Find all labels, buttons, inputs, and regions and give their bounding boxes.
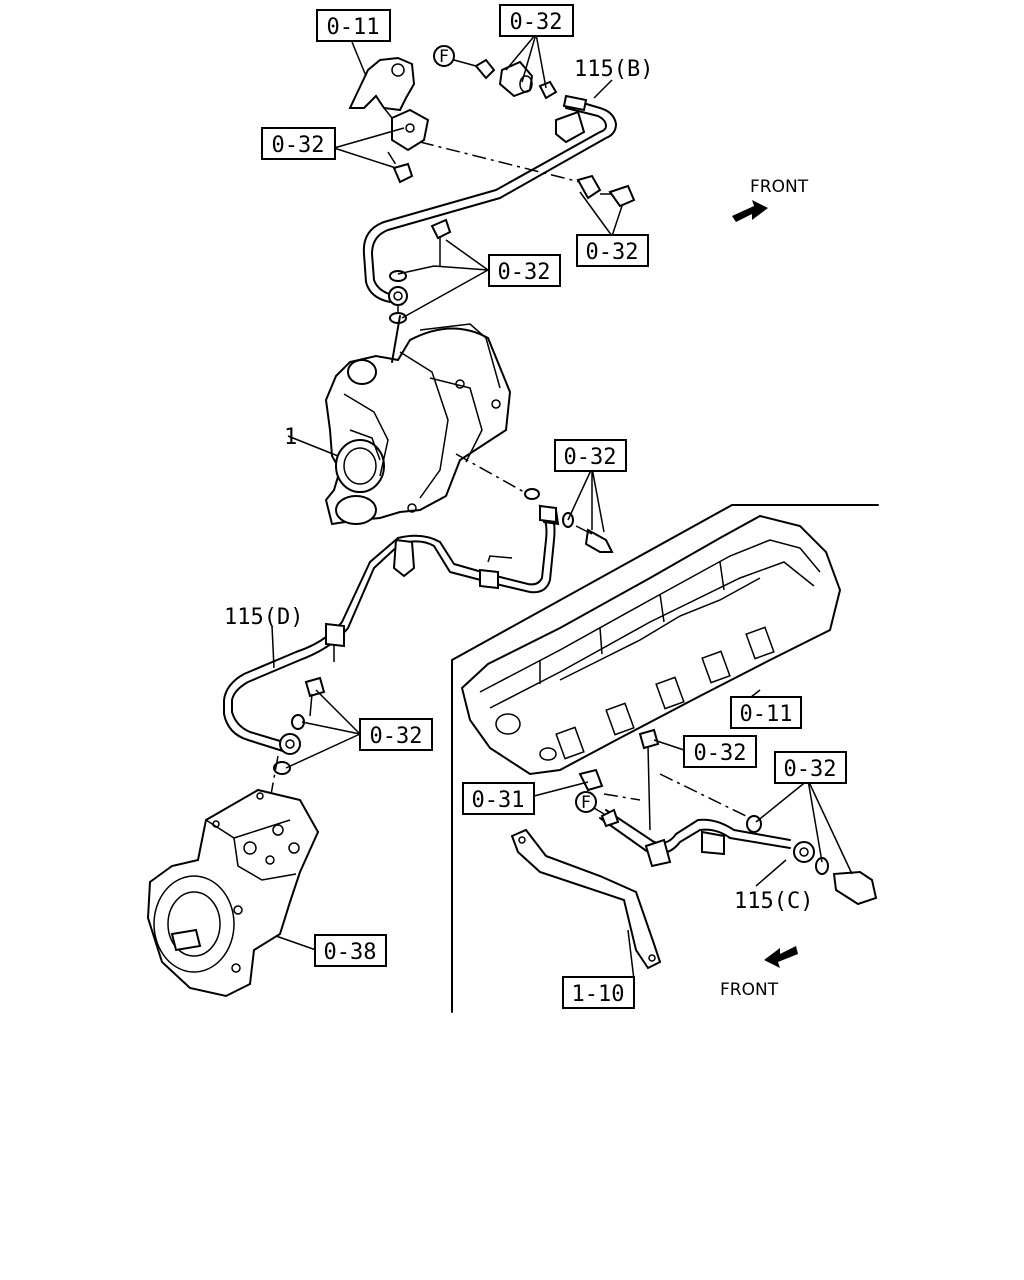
callout-032-turbo: 0-32 [554,439,627,472]
svg-text:0-32: 0-32 [694,741,747,766]
callout-031: 0-31 [462,782,535,815]
svg-text:0-32: 0-32 [564,445,617,470]
svg-text:0-31: 0-31 [472,788,525,813]
callout-032-compressor: 0-32 [359,718,433,751]
svg-text:0-32: 0-32 [510,10,563,35]
head-fittings [578,728,762,833]
pipe-115c [599,808,878,906]
svg-text:0-11: 0-11 [327,15,380,40]
callout-038: 0-38 [314,934,387,967]
top-hose-parts [474,58,558,100]
callout-032-clamp: 0-32 [576,234,649,267]
svg-text:1-10: 1-10 [572,982,625,1007]
callout-032-right: 0-32 [774,751,847,784]
f-mark-top-text: F [439,47,449,67]
pipe-115d [223,504,557,755]
top-bracket [348,56,430,184]
f-mark-bottom: F [575,791,605,815]
front-arrow-bottom [764,946,798,968]
turbocharger [324,315,525,526]
turbo-ref-label: 1 [284,425,297,450]
callout-110: 1-10 [562,976,635,1009]
callout-011-top: 0-11 [316,9,391,42]
svg-text:0-32: 0-32 [586,240,639,265]
pipe-115d-label: 115(D) [224,605,303,630]
front-label-top: FRONT [750,177,809,197]
front-arrow-top [732,200,768,222]
clamp-bolts [419,141,636,208]
pipe-115c-label: 115(C) [734,889,813,914]
svg-text:0-11: 0-11 [740,702,793,727]
f-mark-bottom-text: F [581,793,591,813]
leader-lines [271,33,853,981]
pipe-115b [362,94,617,306]
svg-text:0-32: 0-32 [370,724,423,749]
air-compressor [146,788,320,998]
svg-text:0-32: 0-32 [272,133,325,158]
banjo-bolt-compressor [269,676,326,801]
svg-text:0-32: 0-32 [784,757,837,782]
callout-011-head: 0-11 [730,696,802,729]
callout-032-head: 0-32 [683,735,757,768]
callout-032-top: 0-32 [499,4,574,37]
svg-text:0-32: 0-32 [498,260,551,285]
turbo-fitting [524,488,614,553]
callout-032-bracket: 0-32 [261,127,336,160]
pipe-115b-label: 115(B) [574,57,653,82]
cylinder-head [460,514,842,776]
svg-text:0-38: 0-38 [324,940,377,965]
callout-032-banjo: 0-32 [488,254,561,287]
bracket-1-10 [510,828,662,970]
f-mark-top: F [433,45,477,67]
inset-border [451,504,879,1013]
front-label-bottom: FRONT [720,980,779,1000]
